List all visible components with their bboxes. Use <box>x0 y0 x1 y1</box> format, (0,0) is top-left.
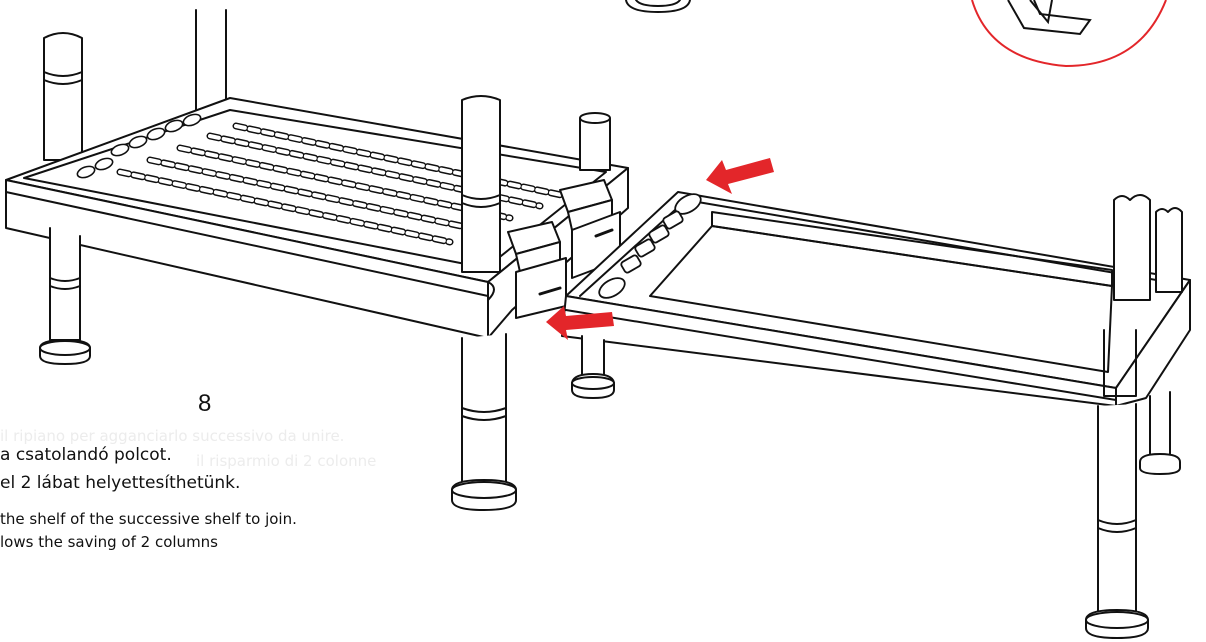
post <box>461 95 501 273</box>
leg <box>1097 403 1137 613</box>
top-part <box>635 0 681 7</box>
foot-top <box>39 340 91 356</box>
faded-instruction-text: il risparmio di 2 colonne <box>196 452 377 470</box>
faded-instruction-text: il ripiano per agganciarlo successivo da… <box>0 427 345 445</box>
leg <box>581 335 605 379</box>
post <box>1113 194 1151 301</box>
post-ring <box>461 202 501 208</box>
hungarian-instruction-line: a csatolandó polcot. <box>0 445 172 465</box>
leg-ring <box>461 407 507 413</box>
leg-ring <box>49 277 81 282</box>
leg-ring <box>1097 519 1137 525</box>
arrow-left-icon <box>706 158 774 194</box>
shelf-lip-end <box>487 281 495 301</box>
post <box>195 9 227 111</box>
foot-top <box>571 376 615 390</box>
english-instruction-line: lows the saving of 2 columns <box>0 533 218 551</box>
post <box>43 32 83 161</box>
step-number: 8 <box>198 390 212 417</box>
foot-top <box>451 481 517 499</box>
arrow-left-icon <box>546 306 614 340</box>
leg <box>1149 391 1171 457</box>
leg <box>49 227 81 341</box>
post-ring <box>43 71 83 77</box>
shelf-lip <box>5 191 489 297</box>
shelf-side <box>1115 279 1191 407</box>
hungarian-instruction-line: el 2 lábat helyettesíthetünk. <box>0 473 241 493</box>
slot-rows <box>116 122 570 246</box>
foot <box>1139 453 1181 475</box>
leg-ring <box>1097 527 1137 533</box>
post <box>1155 207 1183 293</box>
foot-top <box>1085 611 1149 629</box>
english-instruction-line: the shelf of the successive shelf to joi… <box>0 510 297 528</box>
shelf-lip <box>565 309 1117 401</box>
leg-ring <box>49 285 81 290</box>
post-ring <box>43 79 83 85</box>
post <box>1103 329 1137 397</box>
leg <box>461 333 507 483</box>
post-top <box>579 112 611 124</box>
post-ring <box>461 194 501 200</box>
shelf-inner-floor <box>649 225 1113 373</box>
endcap-holes <box>598 193 702 299</box>
leg-ring <box>461 415 507 421</box>
magnifier-detail-icon <box>971 0 1167 68</box>
